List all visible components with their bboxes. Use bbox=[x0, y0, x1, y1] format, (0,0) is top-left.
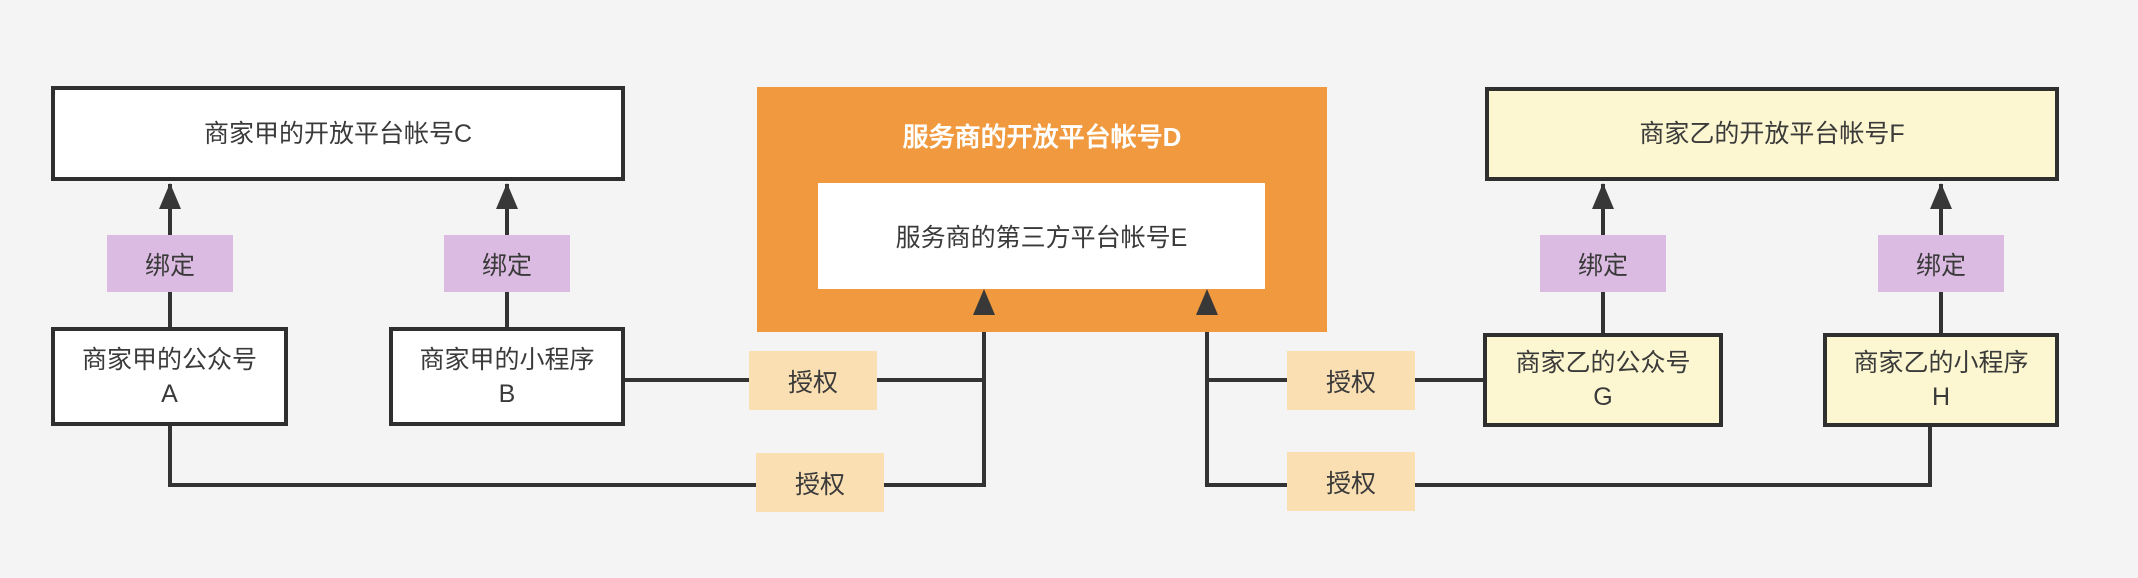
connector-line-auth-h bbox=[1207, 483, 1932, 487]
edge-label-authorize: 授权 bbox=[1287, 351, 1415, 410]
node-merchant-b-miniprogram-h: 商家乙的小程序 H bbox=[1823, 333, 2059, 427]
arrow-up-icon bbox=[1592, 183, 1614, 209]
node-label: 商家乙的开放平台帐号F bbox=[1639, 120, 1905, 148]
arrow-up-icon bbox=[973, 289, 995, 315]
node-label-line2: A bbox=[161, 379, 178, 408]
node-label-line2: G bbox=[1593, 383, 1613, 411]
node-label: 商家甲的开放平台帐号C bbox=[203, 119, 473, 148]
node-label-line1: 商家乙的公众号 bbox=[1515, 349, 1691, 377]
node-label-line1: 商家甲的小程序 bbox=[419, 345, 595, 374]
edge-label-authorize: 授权 bbox=[749, 351, 877, 410]
arrow-up-icon bbox=[496, 183, 518, 209]
edge-label-bind: 绑定 bbox=[444, 235, 570, 292]
node-merchant-a-platform-c: 商家甲的开放平台帐号C bbox=[51, 86, 625, 181]
node-label-line2: H bbox=[1931, 383, 1951, 411]
edge-label-bind: 绑定 bbox=[1878, 235, 2004, 292]
connector-line-auth-left-riser bbox=[982, 291, 986, 487]
connector-line-auth-right-riser bbox=[1205, 291, 1209, 487]
edge-label-authorize: 授权 bbox=[1287, 452, 1415, 511]
node-merchant-b-platform-f: 商家乙的开放平台帐号F bbox=[1485, 87, 2059, 181]
node-label-line1: 商家乙的小程序 bbox=[1853, 349, 2029, 377]
node-label-line2: B bbox=[498, 379, 516, 408]
arrow-up-icon bbox=[159, 183, 181, 209]
arrow-up-icon bbox=[1930, 183, 1952, 209]
arrow-up-icon bbox=[1196, 289, 1218, 315]
node-merchant-a-official-a: 商家甲的公众号 A bbox=[51, 327, 288, 426]
edge-label-authorize: 授权 bbox=[756, 453, 884, 512]
node-merchant-b-official-g: 商家乙的公众号 G bbox=[1483, 333, 1723, 427]
node-label-line1: 商家甲的公众号 bbox=[81, 345, 257, 374]
connector-line-auth-a-drop bbox=[168, 425, 172, 487]
edge-label-bind: 绑定 bbox=[1540, 235, 1666, 292]
node-merchant-a-miniprogram-b: 商家甲的小程序 B bbox=[389, 327, 625, 426]
node-service-provider-platform-d-title: 服务商的开放平台帐号D bbox=[902, 121, 1182, 152]
connector-line-auth-h-drop bbox=[1928, 427, 1932, 487]
edge-label-bind: 绑定 bbox=[107, 235, 233, 292]
node-service-provider-thirdparty-e: 服务商的第三方平台帐号E bbox=[818, 183, 1265, 289]
connector-line-auth-a bbox=[168, 483, 986, 487]
